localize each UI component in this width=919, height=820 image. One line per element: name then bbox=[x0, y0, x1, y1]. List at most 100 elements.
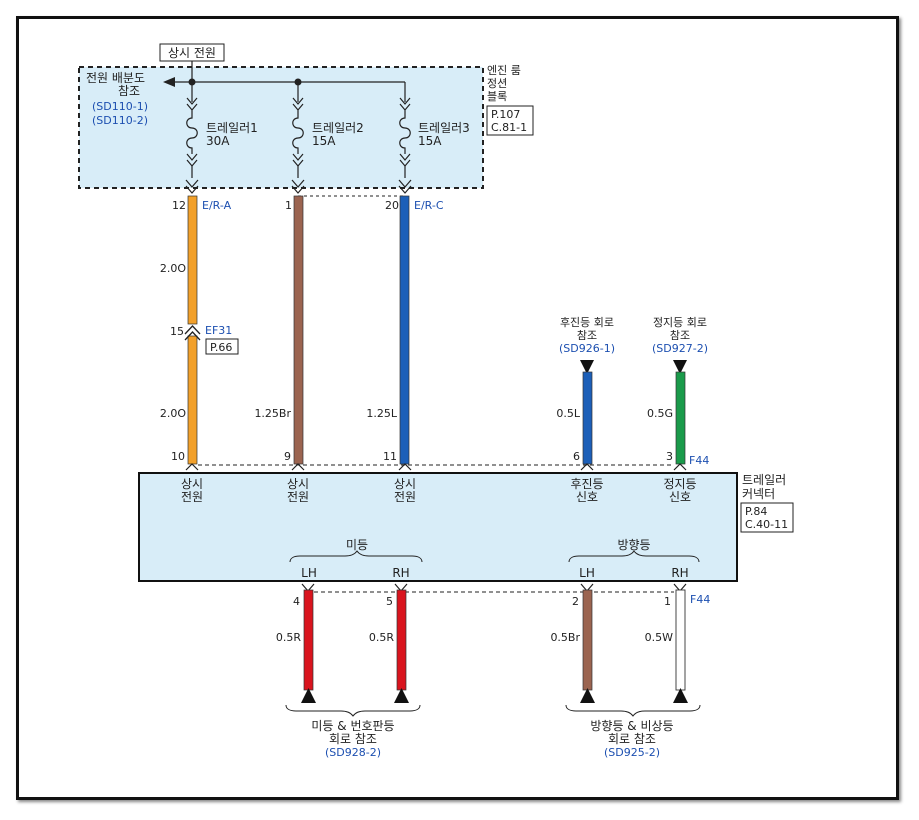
gauge-w5: 0.5G bbox=[647, 407, 673, 420]
wire-red-tail-lh bbox=[303, 589, 314, 691]
group-tail-lh: LH bbox=[301, 566, 317, 580]
group-turn-name: 방향등 bbox=[617, 538, 650, 552]
ref-backup-code: (SD926-1) bbox=[559, 342, 615, 355]
ref-stop-line1: 정지등 회로 bbox=[653, 316, 707, 329]
jb-pin-1: 1 bbox=[285, 199, 292, 212]
ref-stop-line2: 참조 bbox=[670, 329, 690, 342]
engine-room-junction-block bbox=[78, 66, 484, 189]
tc-ref-1: P.84 bbox=[745, 505, 767, 518]
ef31-ref: P.66 bbox=[210, 341, 232, 354]
tc-ref-box bbox=[740, 502, 794, 533]
tc-conn-id-bottom: F44 bbox=[690, 593, 710, 606]
tc-pin-11: 11 bbox=[383, 450, 397, 463]
ref-turn-line2: 회로 참조 bbox=[608, 732, 656, 746]
tc-pin-3: 3 bbox=[666, 450, 673, 463]
wire-blue-upper bbox=[399, 195, 410, 465]
gauge-w1-top: 2.0O bbox=[160, 262, 186, 275]
tc-pin-6: 6 bbox=[573, 450, 580, 463]
fuse-1-name: 트레일러1 bbox=[206, 121, 258, 135]
gauge-w4: 0.5L bbox=[556, 407, 580, 420]
tc-label-10-2: 전원 bbox=[181, 490, 203, 504]
fuse-1-amp: 30A bbox=[206, 134, 230, 148]
group-turn-rh: RH bbox=[671, 566, 688, 580]
tc-ref-2: C.40-11 bbox=[745, 518, 788, 531]
engine-room-ref-2: C.81-1 bbox=[491, 121, 527, 134]
wire-orange-upper bbox=[187, 195, 198, 465]
fuse-2: 트레일러2 15A bbox=[292, 82, 364, 178]
ef31-name: EF31 bbox=[205, 324, 232, 337]
ef31-pin: 15 bbox=[170, 325, 184, 338]
arrow-up-icon bbox=[301, 688, 316, 703]
group-tail-name: 미등 bbox=[346, 538, 368, 552]
engine-room-title-2: 정션 bbox=[487, 77, 507, 90]
trailer-connector-box bbox=[138, 472, 738, 582]
fuse-3-amp: 15A bbox=[418, 134, 442, 148]
tc-title-1: 트레일러 bbox=[742, 473, 786, 487]
wire-brown-upper bbox=[293, 195, 304, 465]
jb-pin-12: 12 bbox=[172, 199, 186, 212]
ref-turn-code: (SD925-2) bbox=[604, 746, 660, 759]
arrow-up-icon bbox=[673, 688, 688, 703]
tc-label-10-1: 상시 bbox=[181, 477, 203, 491]
tc-conn-id-top: F44 bbox=[689, 454, 709, 467]
gauge-w2: 1.25Br bbox=[254, 407, 291, 420]
gauge-w9: 0.5W bbox=[645, 631, 673, 644]
wire-blue-backup bbox=[582, 371, 593, 465]
wire-white-turn-rh bbox=[675, 589, 686, 691]
tc-label-6-2: 신호 bbox=[576, 490, 598, 504]
power-dist-ref-2: (SD110-2) bbox=[92, 114, 148, 127]
power-dist-label-1: 전원 배분도 bbox=[86, 71, 145, 85]
gauge-w6: 0.5R bbox=[276, 631, 301, 644]
engine-room-ref-box bbox=[486, 105, 534, 136]
power-dist-label-2: 참조 bbox=[118, 84, 140, 98]
ref-tail-line2: 회로 참조 bbox=[329, 732, 377, 746]
wire-red-tail-rh bbox=[396, 589, 407, 691]
tc-label-11-2: 전원 bbox=[394, 490, 416, 504]
ref-stop-arrow-icon bbox=[673, 360, 687, 374]
group-tail-rh: RH bbox=[392, 566, 409, 580]
ef31-ref-box bbox=[205, 338, 239, 355]
fuse-1: 트레일러1 30A bbox=[186, 82, 258, 178]
engine-room-title-3: 블록 bbox=[487, 90, 507, 103]
gauge-w8: 0.5Br bbox=[550, 631, 580, 644]
tc-pin-5: 5 bbox=[386, 595, 393, 608]
ref-turn-line1: 방향등 & 비상등 bbox=[590, 719, 673, 733]
ref-backup-arrow-icon bbox=[580, 360, 594, 374]
fuse-2-name: 트레일러2 bbox=[312, 121, 364, 135]
tc-label-3-2: 신호 bbox=[669, 490, 691, 504]
tc-label-11-1: 상시 bbox=[394, 477, 416, 491]
tc-pin-10: 10 bbox=[171, 450, 185, 463]
ref-backup-line1: 후진등 회로 bbox=[560, 316, 614, 329]
tc-pin-9: 9 bbox=[284, 450, 291, 463]
ref-backup-line2: 참조 bbox=[577, 329, 597, 342]
engine-room-ref-1: P.107 bbox=[491, 108, 520, 121]
fuse-3-name: 트레일러3 bbox=[418, 121, 470, 135]
tc-pin-2: 2 bbox=[572, 595, 579, 608]
fuse-3: 트레일러3 15A bbox=[399, 95, 470, 178]
jb-conn-erc: E/R-C bbox=[414, 199, 444, 212]
gauge-w3: 1.25L bbox=[366, 407, 397, 420]
tc-title-2: 커넥터 bbox=[742, 487, 775, 501]
arrow-up-icon bbox=[580, 688, 595, 703]
tc-pin-4: 4 bbox=[293, 595, 300, 608]
fuse-2-amp: 15A bbox=[312, 134, 336, 148]
gauge-w7: 0.5R bbox=[369, 631, 394, 644]
arrow-left-icon bbox=[163, 77, 175, 87]
tc-pin-1: 1 bbox=[664, 595, 671, 608]
jb-pin-20: 20 bbox=[385, 199, 399, 212]
ref-stop-code: (SD927-2) bbox=[652, 342, 708, 355]
ref-tail-line1: 미등 & 번호판등 bbox=[311, 719, 394, 733]
top-label: 상시 전원 bbox=[168, 46, 216, 60]
wire-green-stop bbox=[675, 371, 686, 465]
tc-label-9-2: 전원 bbox=[287, 490, 309, 504]
wire-brown-turn-lh bbox=[582, 589, 593, 691]
arrow-up-icon bbox=[394, 688, 409, 703]
ref-tail-code: (SD928-2) bbox=[325, 746, 381, 759]
tc-label-9-1: 상시 bbox=[287, 477, 309, 491]
jb-conn-era: E/R-A bbox=[202, 199, 232, 212]
power-dist-ref-1: (SD110-1) bbox=[92, 100, 148, 113]
gauge-w1-bottom: 2.0O bbox=[160, 407, 186, 420]
group-turn-lh: LH bbox=[579, 566, 595, 580]
engine-room-title-1: 엔진 룸 bbox=[487, 64, 521, 77]
